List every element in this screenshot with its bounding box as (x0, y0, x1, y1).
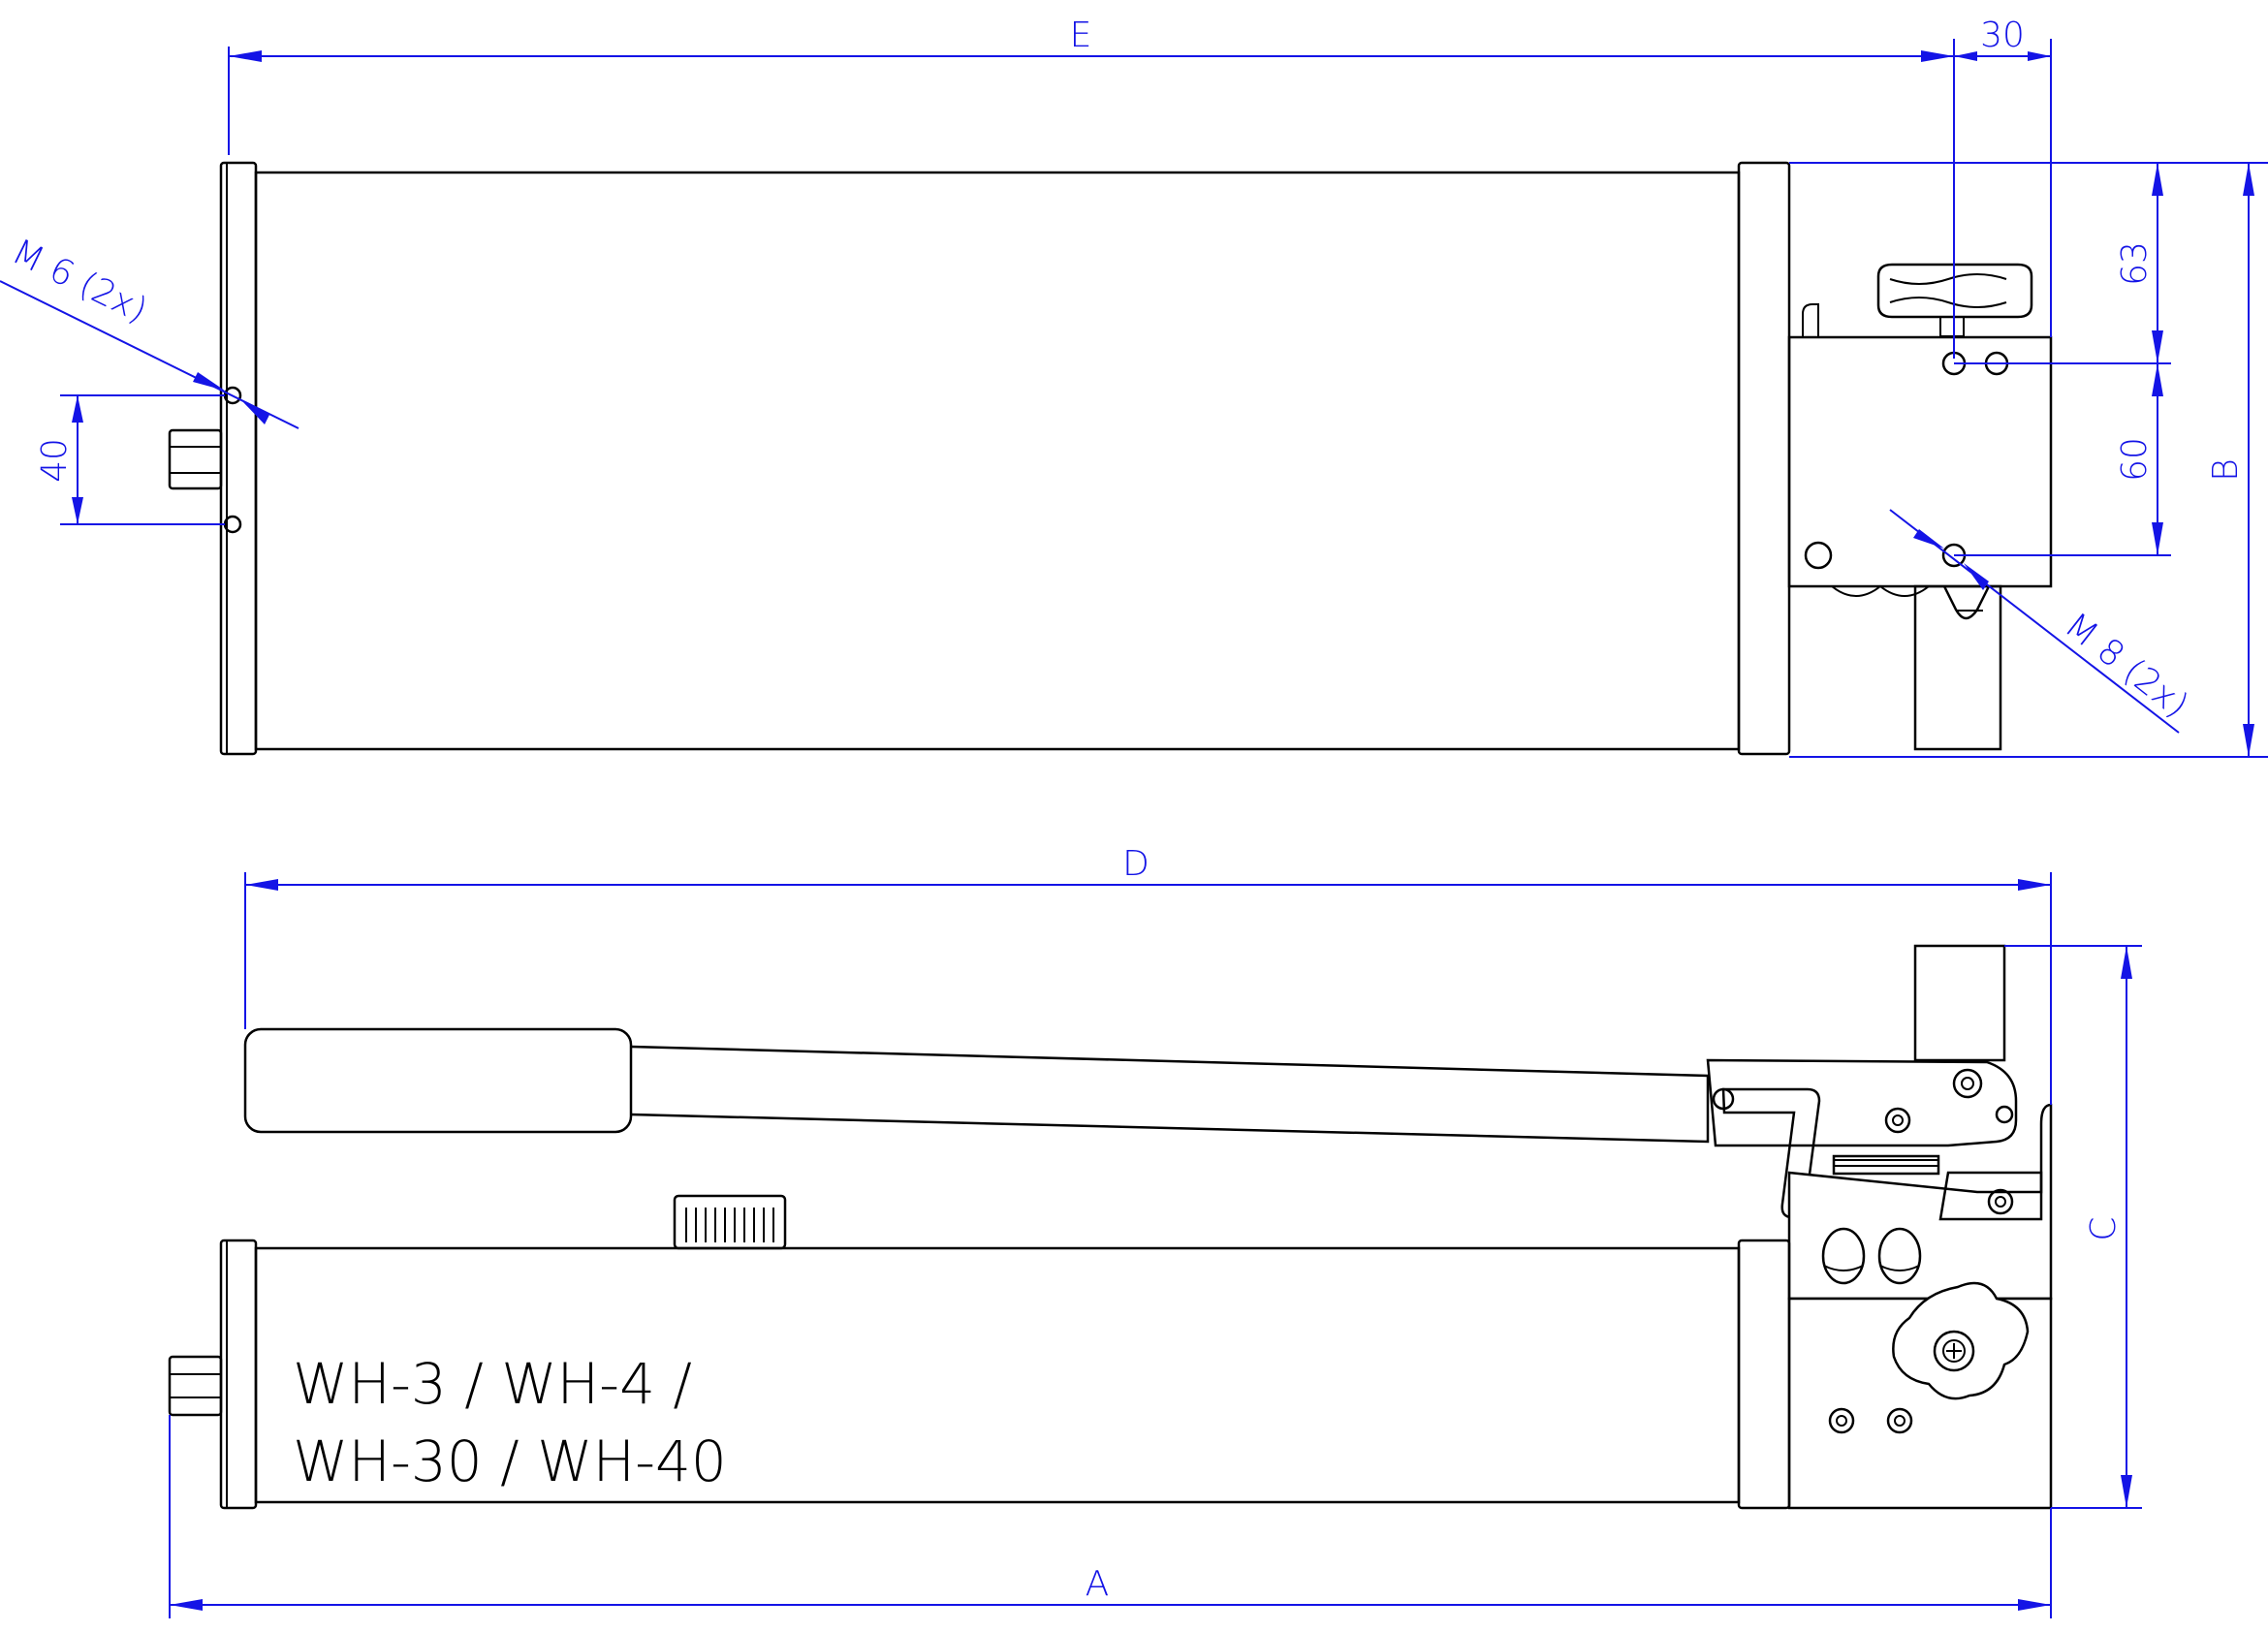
dim-60-label: 60 (2115, 437, 2155, 482)
model-label-line1: WH-3 / WH-4 / (293, 1351, 692, 1417)
top-dimensions: E 30 63 60 B 40 (0, 16, 2268, 758)
lever-bar (630, 1045, 1710, 1144)
top-right-end-cap (1737, 161, 1791, 756)
top-hex-plug (168, 428, 223, 490)
top-handle-stub (1913, 584, 2002, 751)
dim-a-label: A (1086, 1564, 1110, 1604)
side-right-end-cap (1737, 1239, 1791, 1510)
dim-63-label: 63 (2115, 241, 2155, 286)
dim-30-label: 30 (1980, 16, 2025, 55)
lever-grip (243, 1027, 633, 1134)
side-hex-plug (168, 1355, 223, 1417)
model-label-line2: WH-30 / WH-40 (293, 1428, 727, 1494)
top-view (168, 161, 2053, 756)
m6-callout: M 6 (2x) (6, 232, 153, 330)
filler-cap (673, 1194, 787, 1250)
top-reservoir-body (254, 171, 1741, 751)
top-release-knob (1876, 263, 2033, 319)
handle-socket (1913, 944, 2006, 1062)
lever-bracket (1706, 1058, 2018, 1147)
release-star-knob (1892, 1281, 2030, 1400)
dim-d-label: D (1122, 844, 1150, 884)
dim-c-label: C (2084, 1216, 2124, 1240)
side-dimensions: D C A (169, 844, 2142, 1618)
dim-e-label: E (1070, 16, 1092, 55)
dim-40-label: 40 (35, 438, 75, 483)
side-view: WH-3 / WH-4 / WH-30 / WH-40 (168, 944, 2053, 1510)
dim-b-label: B (2206, 458, 2246, 482)
m8-callout: M 8 (2x) (2057, 606, 2195, 726)
pump-block-upper (1787, 1103, 2053, 1301)
